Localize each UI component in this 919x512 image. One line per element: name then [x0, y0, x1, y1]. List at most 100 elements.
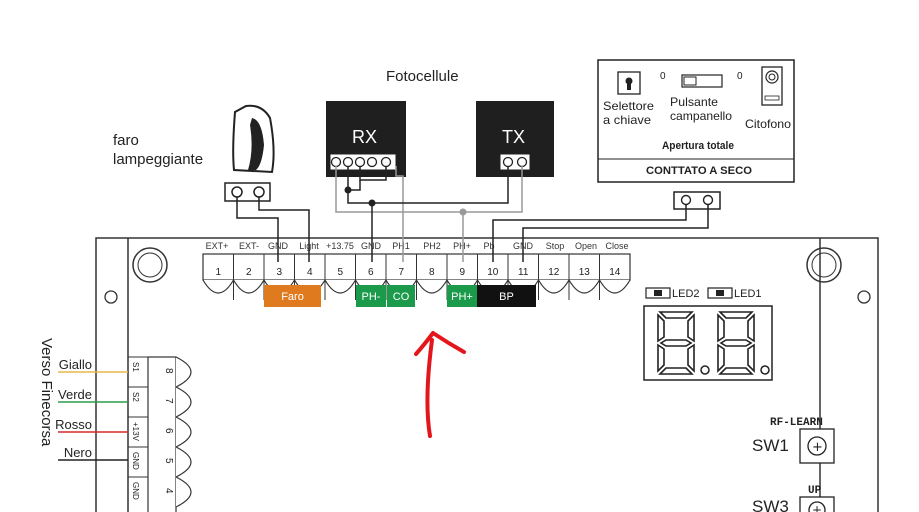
rx-label: RX — [352, 127, 377, 147]
display-segment — [719, 339, 753, 347]
terminal-label: Pb — [483, 241, 494, 251]
photocells-title: Fotocellule — [386, 68, 459, 85]
doorbell-zero: 0 — [737, 71, 743, 82]
connector-pin-label: GND — [131, 452, 140, 470]
key-selector-zero: 0 — [660, 71, 666, 82]
terminal-tag — [477, 285, 536, 307]
wire-name: Giallo — [59, 357, 92, 372]
terminal-number: 6 — [368, 267, 374, 278]
display-dot — [760, 365, 770, 375]
terminal-tag-label: Faro — [281, 291, 304, 303]
keyhole-slot — [627, 82, 631, 90]
wires — [236, 166, 709, 262]
terminal-tag — [447, 285, 477, 307]
display-segment — [747, 313, 755, 343]
wire-junction — [459, 208, 467, 216]
connector-pin-label: GND — [131, 482, 140, 500]
screw-left — [104, 290, 118, 304]
sw1-plus-icon: + — [812, 440, 823, 455]
full-opening-label: Apertura totale — [662, 140, 734, 152]
terminal-label: Open — [575, 241, 597, 251]
connector-pin-label: +13V — [131, 422, 140, 442]
sw3-button-cap — [808, 501, 826, 512]
doorbell-label-2: campanello — [670, 109, 732, 123]
display-digits — [657, 311, 770, 375]
control-board — [95, 237, 879, 512]
terminal-number: 5 — [337, 267, 343, 278]
terminal-number: 12 — [548, 267, 560, 278]
doorbell-button-cap — [683, 76, 697, 86]
connector-number: 6 — [163, 428, 174, 434]
terminal-tag — [387, 285, 415, 307]
display-segment — [658, 367, 694, 375]
terminal-number: 4 — [307, 267, 313, 278]
red-arrow-icon — [414, 331, 466, 438]
terminal-label: PH+ — [453, 241, 471, 251]
display-segment — [717, 313, 725, 343]
terminal-number: 13 — [579, 267, 591, 278]
display-segment — [657, 313, 665, 343]
terminal-scallop — [232, 279, 265, 294]
terminal-label: PH1 — [392, 241, 410, 251]
connector-pin-label: S1 — [131, 362, 140, 372]
intercom-label: Citofono — [745, 117, 791, 131]
terminal-tag — [356, 285, 386, 307]
lamp-pin — [231, 186, 243, 198]
lamp-label-1: faro — [113, 132, 139, 149]
terminal-label: Close — [605, 241, 628, 251]
mount-hole-left — [132, 247, 168, 283]
connector-number: 4 — [163, 488, 174, 494]
terminal-label: EXT- — [239, 241, 259, 251]
terminal-tag-label: PH- — [362, 291, 381, 303]
connector-number: 7 — [163, 398, 174, 404]
display-segment — [718, 367, 754, 375]
connector-scallop — [175, 476, 192, 508]
terminal-number: 11 — [518, 267, 529, 278]
led1-label: LED1 — [734, 288, 762, 300]
led2-label: LED2 — [672, 288, 700, 300]
terminal-label: EXT+ — [206, 241, 229, 251]
tx-pin — [502, 156, 514, 168]
mount-hole-right — [806, 247, 842, 283]
connector-scallop — [175, 356, 192, 388]
display-segment — [687, 343, 695, 373]
led-indicators: LED2 LED1 — [645, 287, 762, 300]
terminal-number: 8 — [429, 267, 435, 278]
side-label: Verso Finecorsa — [38, 338, 55, 447]
display-dot — [700, 365, 710, 375]
tx-label: TX — [502, 127, 525, 147]
display-segment — [658, 311, 694, 319]
sw3-plus-icon: + — [812, 503, 822, 512]
terminal-number: 10 — [487, 267, 499, 278]
connector-pin-label: S2 — [131, 392, 140, 402]
terminal-number: 2 — [246, 267, 252, 278]
connector-number: 5 — [163, 458, 174, 464]
rx-pin — [354, 156, 366, 168]
mount-hole-left-inner — [137, 252, 163, 278]
wire-name: Nero — [64, 445, 92, 460]
up-label: UP — [808, 485, 822, 497]
rx-pin — [380, 156, 392, 168]
wire-name: Rosso — [55, 417, 92, 432]
lamp-pin — [253, 186, 265, 198]
terminal-number: 9 — [459, 267, 465, 278]
display-segment — [717, 343, 725, 373]
lamp-label-2: lampeggiante — [113, 151, 203, 168]
connector-scallop — [175, 446, 192, 478]
sw1-button-cap — [807, 436, 827, 456]
display-segment — [659, 339, 693, 347]
sw1-label: SW1 — [752, 436, 789, 455]
rx-pin — [366, 156, 378, 168]
terminal-scallop — [568, 279, 601, 294]
panel-pin — [702, 194, 714, 206]
flashing-lamp-icon — [232, 104, 275, 174]
terminal-scallop — [324, 279, 357, 294]
terminal-number: 7 — [398, 267, 404, 278]
rf-learn-label: RF-LEARN — [770, 417, 823, 429]
terminal-number: 3 — [276, 267, 282, 278]
sw3-label: SW3 — [752, 497, 789, 512]
terminal-label: +13.75 — [326, 241, 354, 251]
